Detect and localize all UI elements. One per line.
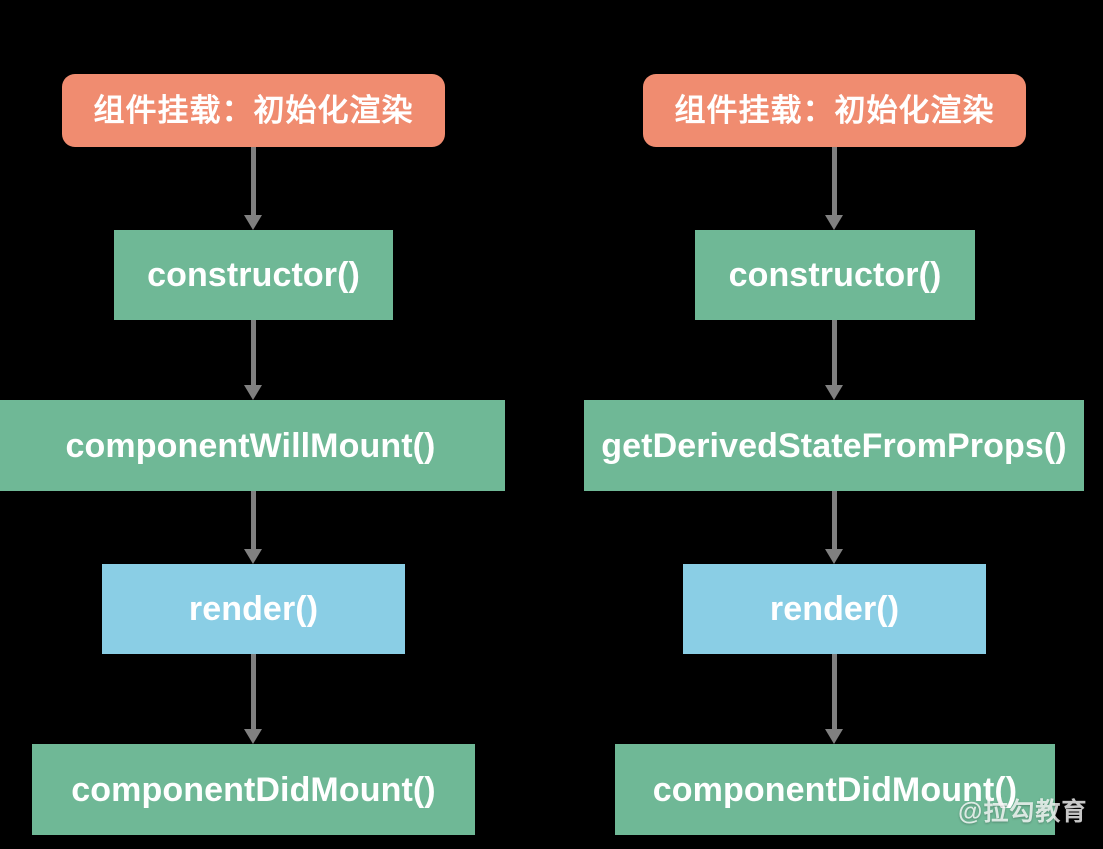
flow-arrow	[814, 491, 854, 564]
node-label: render()	[769, 590, 900, 628]
flow-arrow	[233, 491, 273, 564]
node-modern-render: render()	[683, 564, 986, 654]
arrow-shaft	[250, 320, 256, 386]
flow-arrow	[814, 147, 854, 230]
node-label: componentDidMount()	[71, 770, 436, 809]
node-label: 组件挂载：初始化渲染	[674, 93, 995, 128]
flow-arrow	[814, 654, 854, 744]
arrow-shaft	[831, 320, 837, 386]
arrow-shaft	[250, 654, 256, 730]
node-label: componentWillMount()	[65, 426, 436, 465]
flow-arrow	[233, 654, 273, 744]
arrow-shaft	[831, 491, 837, 550]
node-legacy-didmount: componentDidMount()	[32, 744, 475, 835]
node-modern-didmount: componentDidMount()	[615, 744, 1055, 835]
arrow-head-icon	[244, 215, 262, 230]
node-modern-derived: getDerivedStateFromProps()	[584, 400, 1084, 491]
arrow-head-icon	[825, 215, 843, 230]
arrow-head-icon	[244, 549, 262, 564]
node-label: 组件挂载：初始化渲染	[93, 93, 414, 128]
node-label: constructor()	[728, 256, 942, 294]
node-modern-phase: 组件挂载：初始化渲染	[643, 74, 1026, 147]
node-label: componentDidMount()	[652, 770, 1018, 809]
arrow-head-icon	[825, 385, 843, 400]
arrow-head-icon	[244, 385, 262, 400]
node-legacy-willmount: componentWillMount()	[0, 400, 505, 491]
node-label: render()	[188, 590, 319, 628]
node-modern-constructor: constructor()	[695, 230, 975, 320]
arrow-head-icon	[825, 549, 843, 564]
arrow-shaft	[250, 147, 256, 216]
node-label: constructor()	[147, 256, 360, 294]
arrow-shaft	[250, 491, 256, 550]
arrow-shaft	[831, 147, 837, 216]
node-label: getDerivedStateFromProps()	[601, 426, 1067, 465]
node-legacy-phase: 组件挂载：初始化渲染	[62, 74, 445, 147]
flow-arrow	[233, 320, 273, 400]
flow-arrow	[233, 147, 273, 230]
node-legacy-constructor: constructor()	[114, 230, 393, 320]
flow-arrow	[814, 320, 854, 400]
arrow-shaft	[831, 654, 837, 730]
arrow-head-icon	[825, 729, 843, 744]
node-legacy-render: render()	[102, 564, 405, 654]
watermark-label: @拉勾教育	[958, 798, 1088, 826]
arrow-head-icon	[244, 729, 262, 744]
